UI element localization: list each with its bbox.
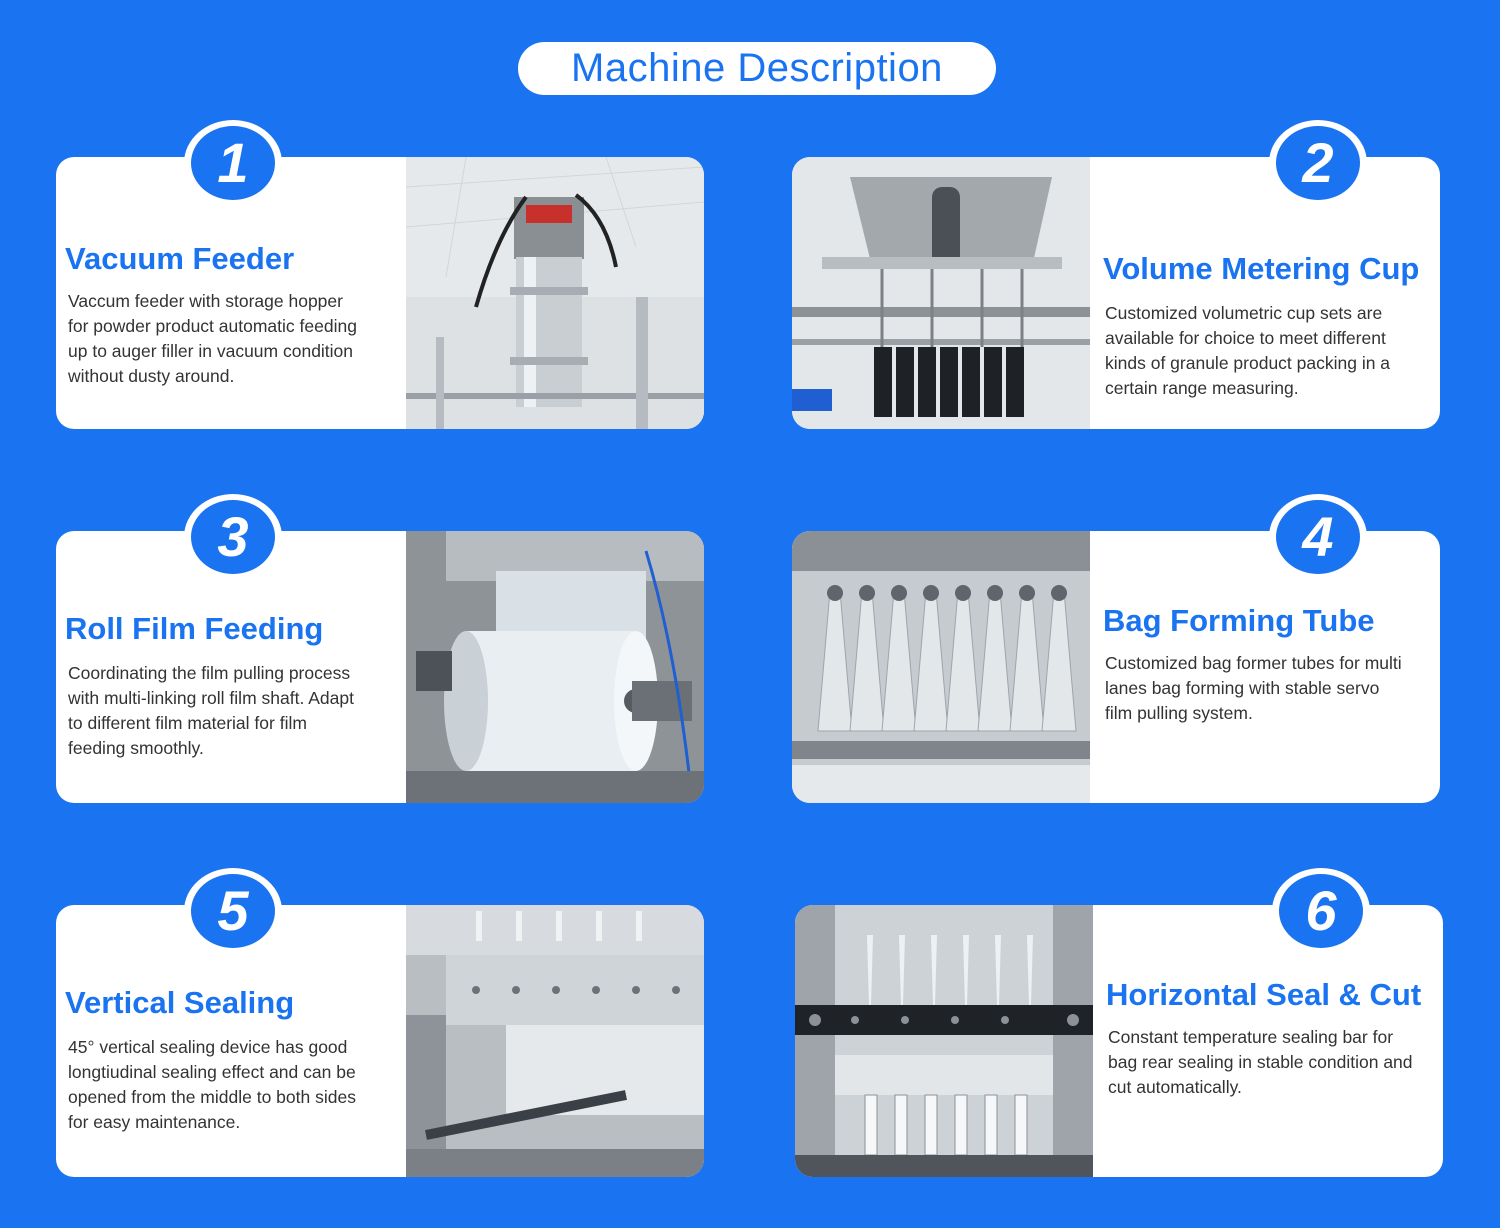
feature-title: Vertical Sealing	[65, 985, 295, 1020]
feature-card-2: 2 Volume Metering Cup Customized volumet…	[792, 120, 1440, 429]
feature-description: 45° vertical sealing device has good lon…	[68, 1037, 356, 1132]
feature-number-badge: 1	[184, 120, 282, 206]
feature-card-3: 3 Roll Film Feeding Coordinating the fil…	[56, 494, 704, 803]
feature-number: 3	[217, 505, 249, 568]
bag-forming-tube-photo	[792, 531, 1090, 803]
feature-title: Volume Metering Cup	[1103, 251, 1420, 286]
feature-title: Bag Forming Tube	[1103, 603, 1375, 638]
feature-card-6: 6 Horizontal Seal & Cut Constant tempera…	[795, 868, 1443, 1177]
feature-number-badge: 6	[1272, 868, 1370, 954]
feature-number-badge: 3	[184, 494, 282, 580]
vertical-sealing-photo	[406, 905, 704, 1177]
feature-card-1: 1 Vacuum Feeder Vaccum feeder with stora…	[56, 120, 704, 429]
feature-card-5: 5 Vertical Sealing 45° vertical sealing …	[56, 868, 704, 1177]
feature-title: Vacuum Feeder	[65, 241, 295, 276]
feature-description: Constant temperature sealing bar for bag…	[1108, 1027, 1413, 1097]
volume-metering-cup-photo	[792, 157, 1090, 429]
horizontal-seal-cut-photo	[795, 905, 1093, 1177]
feature-title: Roll Film Feeding	[65, 611, 324, 646]
feature-number: 6	[1305, 879, 1337, 942]
feature-description: Customized volumetric cup sets are avail…	[1105, 303, 1391, 398]
feature-number-badge: 2	[1269, 120, 1367, 206]
feature-number: 2	[1302, 131, 1334, 194]
feature-description: Coordinating the film pulling process wi…	[68, 663, 354, 758]
feature-card-4: 4 Bag Forming Tube Customized bag former…	[792, 494, 1440, 803]
feature-number-badge: 5	[184, 868, 282, 954]
feature-number: 5	[217, 879, 249, 942]
feature-number: 4	[1302, 505, 1334, 568]
feature-number-badge: 4	[1269, 494, 1367, 580]
vacuum-feeder-photo	[406, 157, 704, 429]
feature-number: 1	[217, 131, 249, 194]
feature-description: Vaccum feeder with storage hopper for po…	[68, 291, 357, 386]
feature-title: Horizontal Seal & Cut	[1106, 977, 1422, 1012]
page-title: Machine Description	[571, 46, 943, 90]
feature-description: Customized bag former tubes for multi la…	[1105, 653, 1402, 723]
roll-film-photo	[406, 531, 704, 803]
page-title-pill: Machine Description	[518, 42, 996, 95]
